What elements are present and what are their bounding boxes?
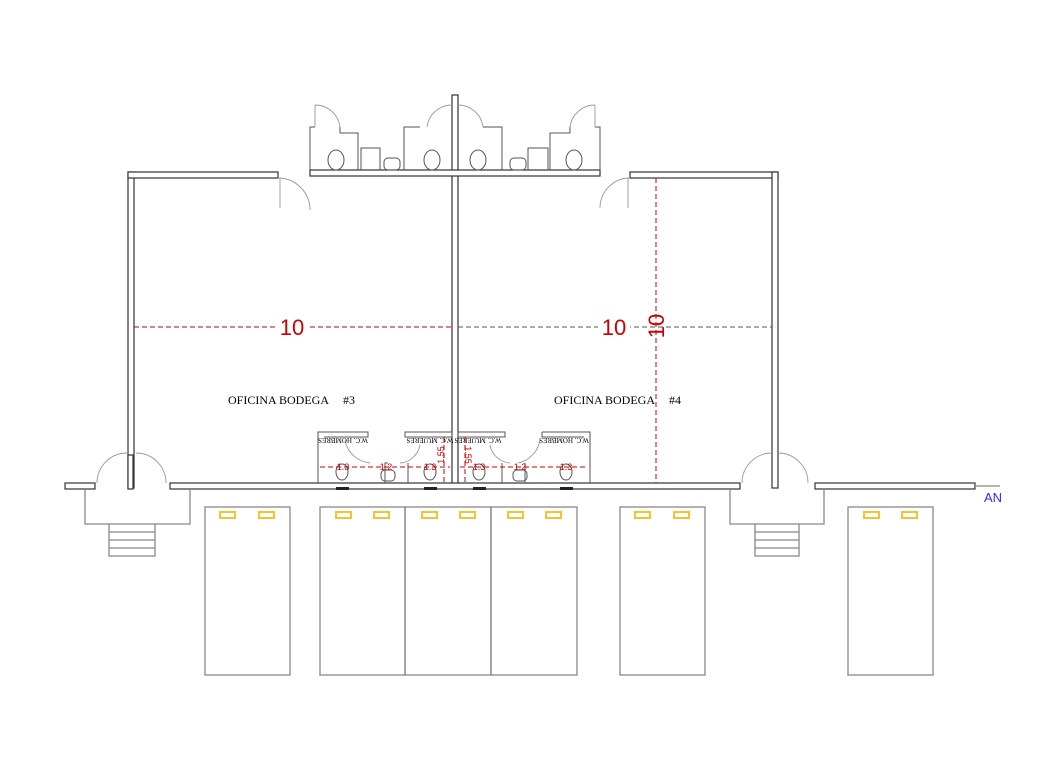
dimension-stall: 1.3 [473,462,486,472]
sink-icon [509,157,527,171]
left-wall [127,171,135,489]
light-icon [373,511,390,519]
bottom-wall [64,482,96,490]
loading-bay [319,506,406,676]
toilet-icons [327,149,583,171]
loading-bay [204,506,291,676]
light-icon [219,511,236,519]
light-icon [901,511,918,519]
light-icon [863,511,880,519]
wc-men-label: W.C. HOMBRES [318,436,368,444]
toilet-icon [423,149,441,171]
door-swing [599,177,631,209]
light-icon [634,511,651,519]
toilet-icon [472,463,486,481]
dimension-right-depth: 10 [644,314,669,338]
toilet-icon [559,463,573,481]
top-wall-right [629,171,779,179]
stairs-icon [754,524,800,557]
top-wall-left [127,171,279,179]
room-label-4: OFICINA BODEGA#4 [554,393,681,407]
wc-women-label: W.C. MUJERES [454,436,501,444]
toilet-icon [423,463,437,481]
dimension-wc-depth: 1.55 [463,446,473,464]
entrance-left [84,452,191,557]
light-icon [673,511,690,519]
dimension-stall: 1.3 [337,462,350,472]
center-wall [451,94,459,489]
restroom-top-wall [309,169,601,177]
light-icon [459,511,476,519]
light-icon [545,511,562,519]
lower-restrooms: W.C. HOMBRES W.C. MUJERES W.C. MUJERES W… [317,431,591,490]
walls [64,94,1000,490]
marker-label: AN [984,490,1002,505]
stairs-icon [108,524,156,557]
entrance-right [729,452,825,557]
dimension-stall: 1.2 [380,462,393,472]
light-icon [507,511,524,519]
dimension-right-width: 10 [602,315,626,340]
wc-men-label: W.C. HOMBRES [539,436,589,444]
sink-icon [512,469,528,482]
loading-bay [619,506,706,676]
door-swing [277,177,311,211]
light-icon [335,511,352,519]
loading-bay [847,506,934,676]
right-wall [771,171,779,489]
dimension-stall: 1.3 [560,462,573,472]
toilet-icon [335,463,349,481]
dimension-stall: 1.3 [424,462,437,472]
light-icon [258,511,275,519]
loading-bay [404,506,492,676]
bottom-wall [814,482,976,490]
toilet-icon [469,149,487,171]
toilet-icon [565,149,583,171]
room-label-3: OFICINA BODEGA#3 [228,393,355,407]
loading-bay [490,506,578,676]
toilet-icon [327,149,345,171]
bottom-wall [169,482,741,490]
upper-restrooms [309,104,601,170]
loading-bays [204,506,934,676]
wc-women-label: W.C. MUJERES [406,436,453,444]
dimension-stall: 1.2 [514,462,527,472]
sink-icon [380,469,396,482]
light-icon [421,511,438,519]
sink-icon [383,157,401,171]
dimension-wc-depth: 1.55 [436,446,446,464]
dimension-left-width: 10 [280,315,304,340]
